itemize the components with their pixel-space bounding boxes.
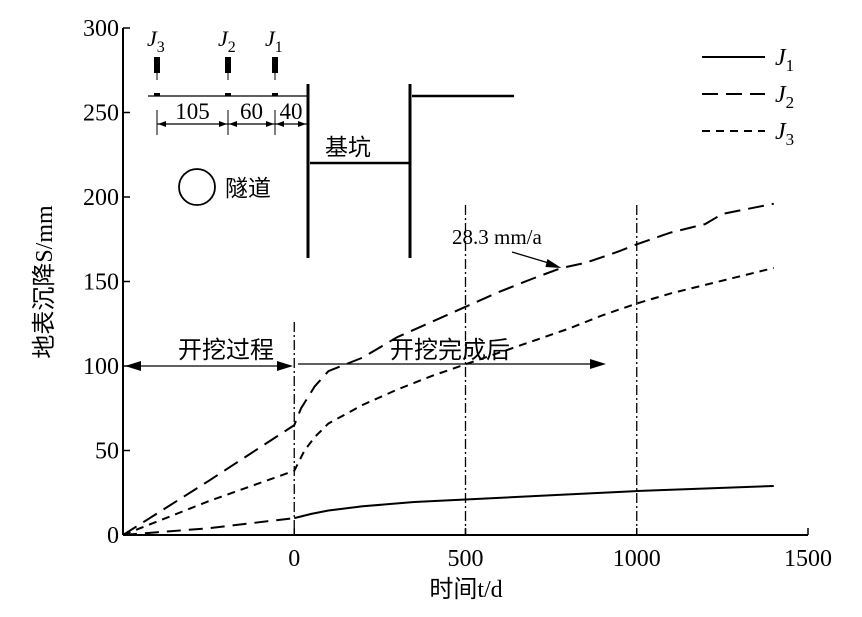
arrowhead [298, 121, 306, 127]
series-J2-line [122, 202, 774, 536]
arrowhead [125, 361, 141, 371]
arrowhead [266, 121, 274, 127]
gauge-label-J1: J1 [265, 26, 283, 56]
settlement-gauge-icon [225, 57, 231, 73]
x-tick-label: 1500 [784, 546, 832, 572]
series-J1-line [294, 484, 774, 520]
legend-label-J3: J3 [775, 119, 794, 149]
legend-label-J2: J2 [775, 82, 794, 112]
settlement-gauge-icon [272, 57, 278, 73]
gauge-label-J3: J3 [147, 26, 165, 56]
x-axis-label: 时间t/d [429, 576, 502, 603]
distance-label: 60 [240, 99, 263, 124]
y-tick-label: 0 [107, 523, 119, 549]
arrowhead [277, 361, 293, 371]
rate-annotation: 28.3 mm/a [452, 225, 543, 249]
gauge-label-J2: J2 [218, 26, 236, 56]
gauge-base [225, 93, 231, 96]
gauge-base [154, 93, 160, 96]
series-J1-line [122, 517, 295, 536]
y-tick-label: 250 [83, 101, 119, 127]
y-tick-label: 150 [83, 270, 119, 296]
distance-label: 105 [175, 99, 210, 124]
legend-label-J1: J1 [775, 45, 794, 75]
arrowhead [229, 121, 237, 127]
distance-label: 40 [280, 99, 303, 124]
x-tick-label: 0 [288, 546, 300, 572]
series-J3-line [122, 267, 774, 536]
settlement-gauge-icon [154, 57, 160, 73]
x-tick-label: 500 [448, 546, 484, 572]
y-tick-label: 100 [83, 354, 119, 380]
tunnel-label: 隧道 [225, 176, 271, 201]
x-tick-label: 1000 [613, 546, 661, 572]
gauge-base [272, 93, 278, 96]
arrowhead [276, 121, 284, 127]
y-tick-label: 50 [95, 439, 119, 465]
pit-label: 基坑 [325, 135, 371, 160]
rate-arrowhead [545, 258, 562, 268]
y-tick-label: 200 [83, 185, 119, 211]
phase-after-label: 开挖完成后 [390, 337, 510, 364]
y-tick-label: 300 [83, 16, 119, 42]
y-axis-label: 地表沉降S/mm [31, 205, 58, 359]
phase-excavation-label: 开挖过程 [178, 337, 274, 364]
tunnel-icon [178, 168, 216, 206]
arrowhead [219, 121, 227, 127]
arrowhead [590, 359, 606, 369]
arrowhead [158, 121, 166, 127]
